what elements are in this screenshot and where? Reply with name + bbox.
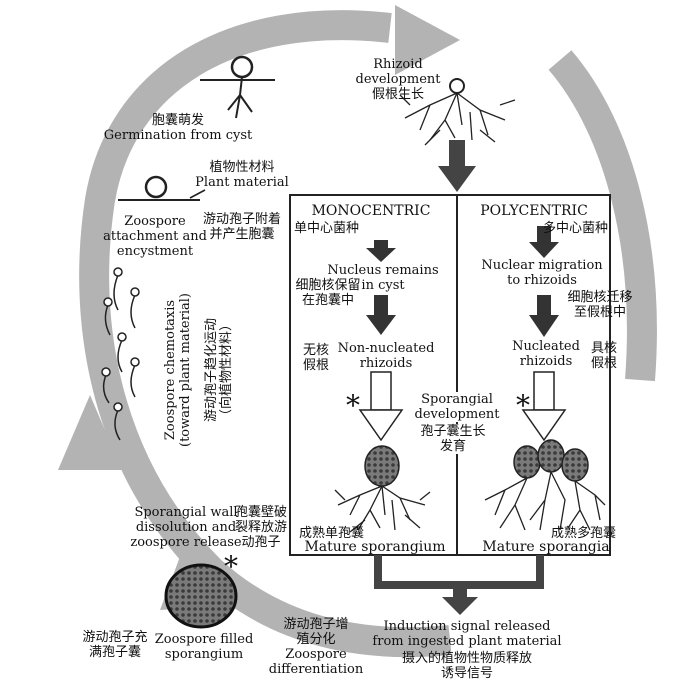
wall-dissolution-en: Sporangial wall dissolution and zoospore… xyxy=(130,505,242,550)
bottom-connector xyxy=(374,555,544,589)
rhizoid-development-zh: 假根生长 xyxy=(371,87,425,102)
star-mark-mono: * xyxy=(346,389,360,422)
induction-signal-zh: 摄入的植物性物质释放 诱导信号 xyxy=(401,651,533,681)
cycle-band-arc xyxy=(79,10,452,658)
germination-rhizoid xyxy=(227,76,253,119)
plant-material-label: 植物性材料 Plant material xyxy=(195,160,289,190)
germination-label: 胞囊萌发 Germination from cyst xyxy=(104,113,252,143)
poly-hollow-head xyxy=(521,409,567,442)
zoospore-filled-sporangium xyxy=(164,563,238,629)
down-arrow-shaft xyxy=(449,140,465,168)
mono-arrow1-shaft xyxy=(374,240,388,250)
poly-migration-en: Nuclear migration to rhizoids xyxy=(481,258,603,288)
poly-arrow2-head xyxy=(529,315,559,337)
attachment-zh: 游动孢子附着 并产生胞囊 xyxy=(202,212,282,242)
mono-nucleus-en: Nucleus remains in cyst xyxy=(327,263,439,293)
sporangial-development-en: Sporangial development xyxy=(414,392,500,422)
mono-hollow-head xyxy=(358,409,404,442)
induction-signal-en: Induction signal released from ingested … xyxy=(372,619,562,649)
mono-nucleus-zh: 细胞核保留 在孢囊中 xyxy=(295,278,361,308)
plant-material-zh: 植物性材料 xyxy=(209,160,275,175)
swimming-zoospores xyxy=(101,267,140,441)
zoospore-differentiation: 游动孢子增 殖分化 Zoospore differentiation xyxy=(268,617,364,677)
cycle-band-right xyxy=(548,50,657,382)
germinating-cyst xyxy=(230,55,254,79)
induction-arrow-head xyxy=(442,597,478,615)
mono-header-zh: 单中心菌种 xyxy=(294,221,360,236)
poly-sporangium-3 xyxy=(561,448,589,482)
mono-sporangium-rhizoids xyxy=(334,485,431,533)
filled-sporangium-en: Zoospore filled sporangium xyxy=(154,632,254,662)
poly-header-zh: 多中心菌种 xyxy=(543,221,609,236)
cycle-arrowhead-left xyxy=(58,395,122,470)
rhizoid-dev-roots xyxy=(399,92,516,146)
mono-header-en: MONOCENTRIC xyxy=(311,203,431,219)
poly-sporangium-1 xyxy=(513,445,541,479)
mono-arrow2-head xyxy=(366,315,396,335)
star-mark-filled: * xyxy=(224,550,238,583)
sporangial-development-zh: 孢子囊生长 发育 xyxy=(420,424,486,454)
poly-mature-en: Mature sporangia xyxy=(482,539,610,555)
mono-arrow1-head xyxy=(366,248,396,262)
poly-arrow1-head xyxy=(529,242,559,258)
rhizoid-development-label: Rhizoid development 假根生长 xyxy=(356,57,441,102)
poly-header-en: POLYCENTRIC xyxy=(480,203,588,219)
mono-arrow2-shaft xyxy=(374,295,388,317)
chemotaxis-en: Zoospore chemotaxis (toward plant materi… xyxy=(163,293,193,447)
poly-hollow-shaft xyxy=(533,371,555,411)
development-box xyxy=(289,194,611,556)
attachment-en: Zoospore attachment and encystment xyxy=(103,214,207,259)
poly-nucleated-zh: 具核 假根 xyxy=(590,341,618,371)
mono-non-nucleated-en: Non-nucleated rhizoids xyxy=(337,341,435,371)
poly-nucleated-en: Nucleated rhizoids xyxy=(512,339,580,369)
poly-arrow1-shaft xyxy=(537,226,551,244)
attached-zoospore-cyst xyxy=(144,175,168,199)
rhizoid-development-en: Rhizoid development xyxy=(355,57,441,87)
plant-material-pointer xyxy=(189,189,206,199)
mono-mature-en: Mature sporangium xyxy=(304,539,446,555)
filled-sporangium-zh: 游动孢子充 满孢子囊 xyxy=(82,630,148,660)
germination-zh: 胞囊萌发 xyxy=(151,113,205,128)
poly-arrow2-shaft xyxy=(537,295,551,317)
poly-migration-zh: 细胞核迁移 至假根中 xyxy=(567,290,633,320)
star-mark-poly: * xyxy=(516,389,530,422)
down-arrow-head xyxy=(438,166,476,192)
chemotaxis-zh: 游动孢子趋化运动 （向植物性材料） xyxy=(204,317,234,423)
mono-hollow-shaft xyxy=(370,371,392,411)
wall-dissolution-zh: 孢囊壁破 裂释放游 动孢子 xyxy=(234,505,288,550)
induction-arrow-shaft xyxy=(453,585,467,599)
rhizoid-dev-cyst xyxy=(449,78,465,94)
mono-sporangium xyxy=(364,445,400,487)
plant-material-en: Plant material xyxy=(195,175,289,190)
poly-sporangia-rhizoids xyxy=(484,471,606,531)
mono-mature-zh: 成熟单孢囊 xyxy=(299,526,365,541)
poly-sporangium-2 xyxy=(537,439,565,473)
mono-non-nucleated-zh: 无核 假根 xyxy=(302,343,330,373)
poly-mature-zh: 成熟多孢囊 xyxy=(551,526,617,541)
cycle-arrowhead-top xyxy=(395,5,460,75)
germination-en: Germination from cyst xyxy=(103,128,253,143)
